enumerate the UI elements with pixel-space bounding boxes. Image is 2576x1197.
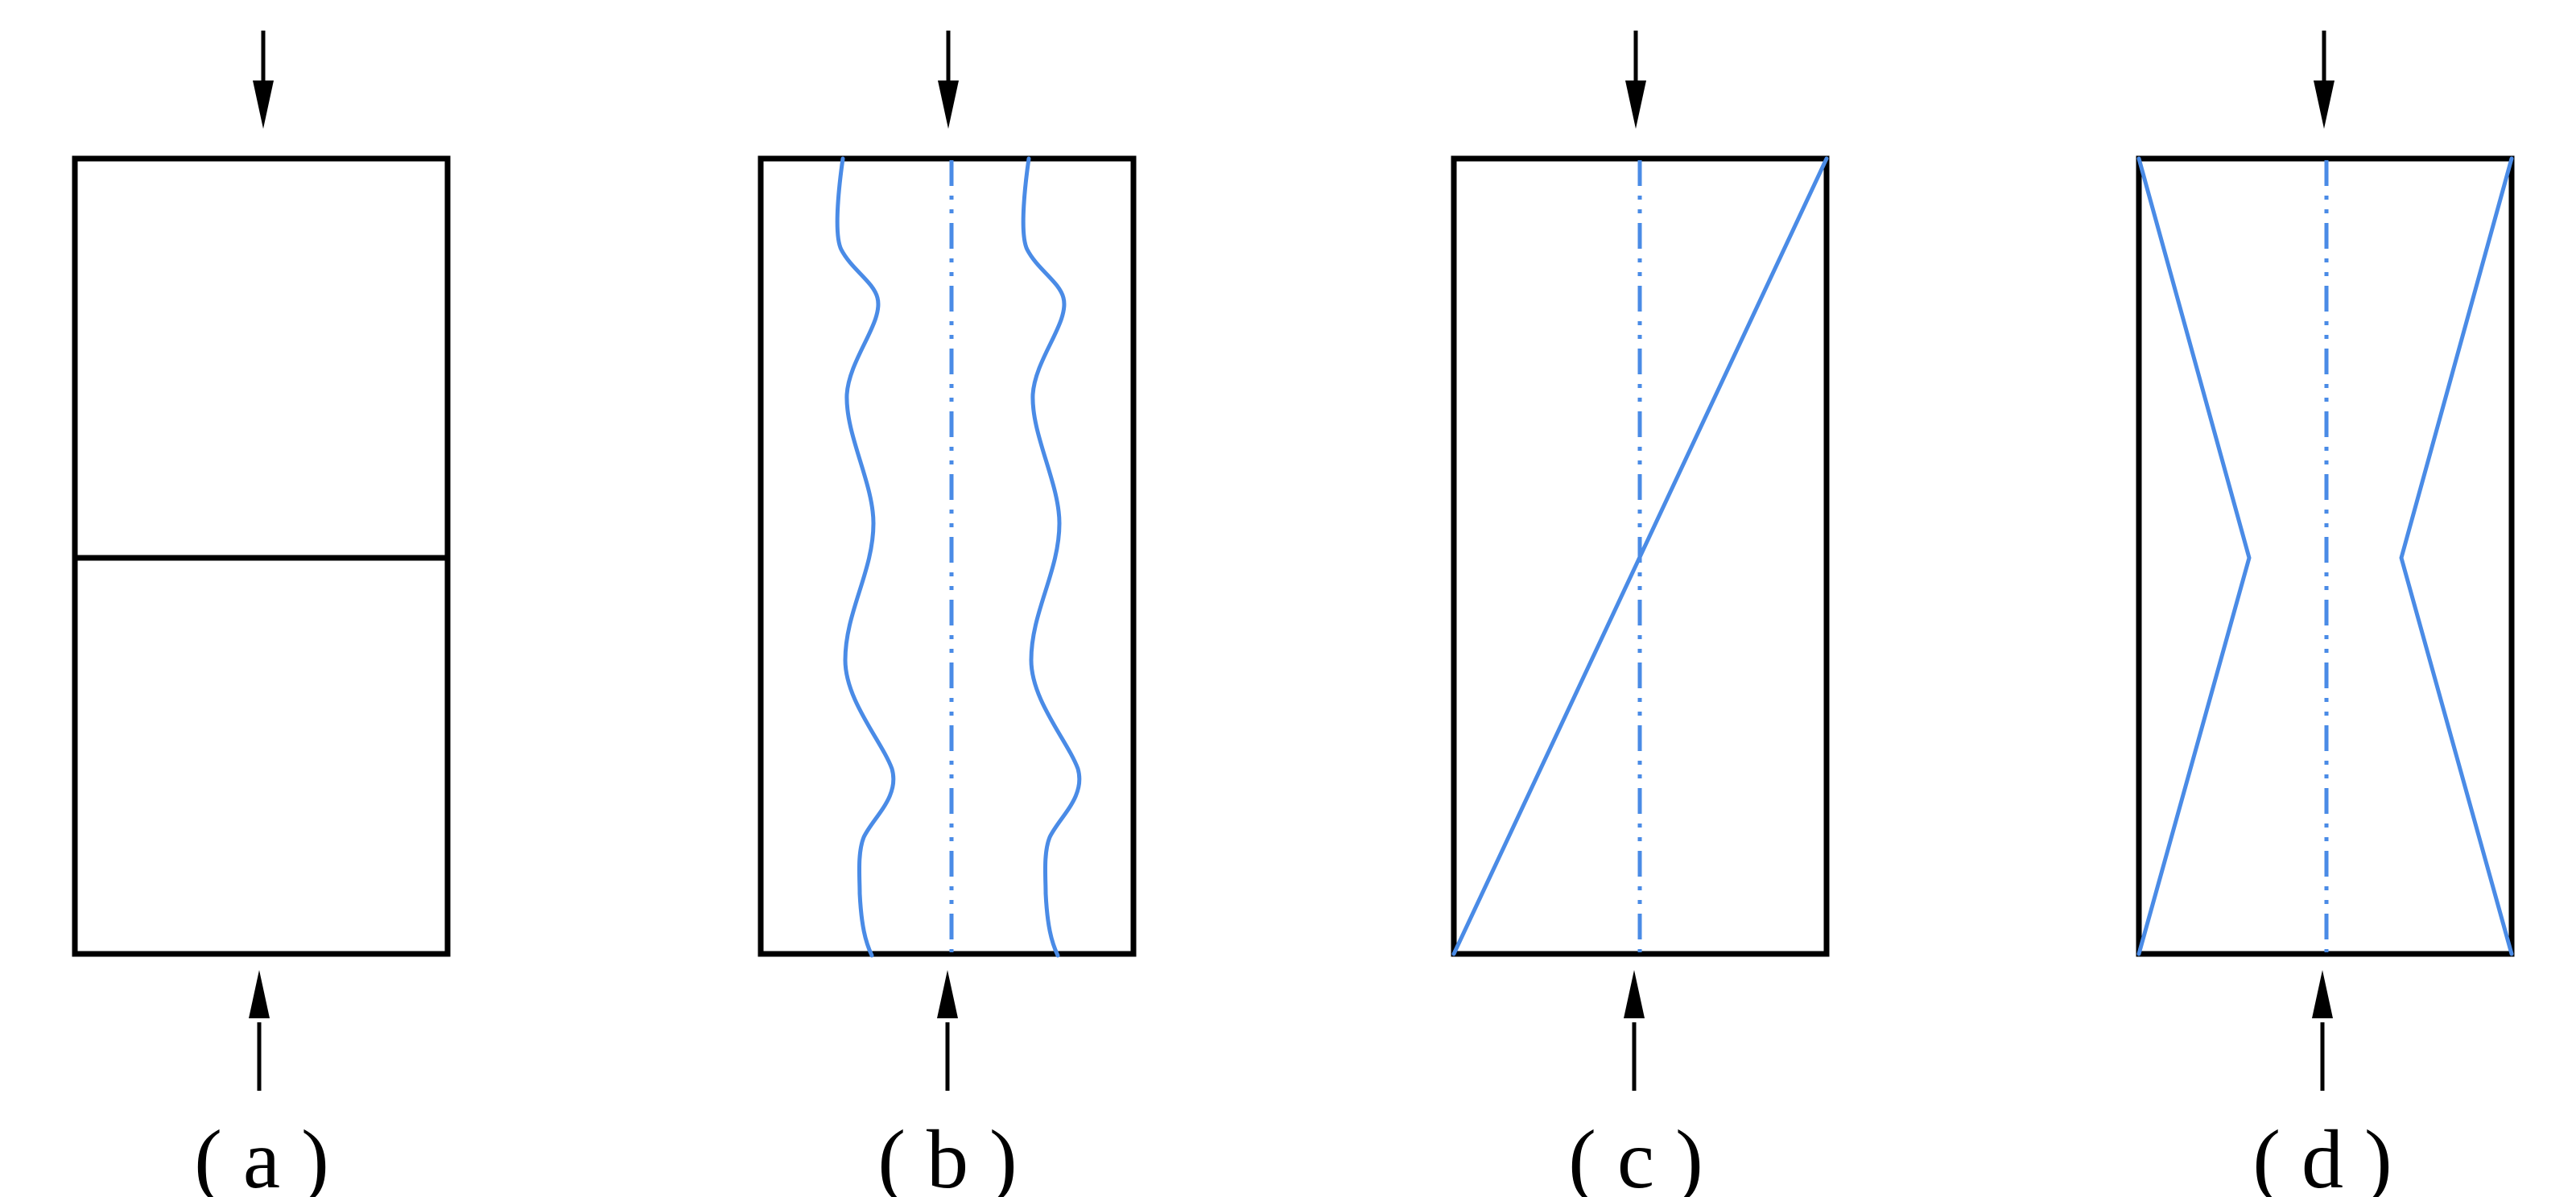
specimen-outline — [758, 155, 1137, 957]
top-load-arrow — [2314, 31, 2334, 129]
top-load-arrow — [253, 31, 274, 129]
panel-b: ( b ) — [758, 31, 1137, 1197]
panel-caption: ( a ) — [194, 1113, 328, 1197]
left-cone-line — [2136, 156, 2252, 956]
panel-c: ( c ) — [1451, 31, 1830, 1197]
bottom-load-arrow — [1624, 970, 1645, 1091]
right-wavy-crack — [1021, 156, 1082, 958]
specimen-outline — [2136, 155, 2515, 957]
panel-d: ( d ) — [2136, 31, 2515, 1197]
panel-caption: ( c ) — [1568, 1113, 1703, 1197]
panel-a: ( a ) — [72, 31, 451, 1197]
right-cone-line — [2399, 156, 2514, 956]
specimen-outline — [1451, 155, 1830, 957]
panel-caption: ( d ) — [2252, 1113, 2392, 1197]
diagonal-shear-line — [1451, 156, 1829, 956]
bottom-load-arrow — [249, 970, 270, 1091]
top-load-arrow — [938, 31, 959, 129]
top-load-arrow — [1625, 31, 1646, 129]
left-wavy-crack — [835, 156, 896, 958]
bottom-load-arrow — [2312, 970, 2333, 1091]
panel-caption: ( b ) — [877, 1113, 1017, 1197]
bottom-load-arrow — [937, 970, 958, 1091]
